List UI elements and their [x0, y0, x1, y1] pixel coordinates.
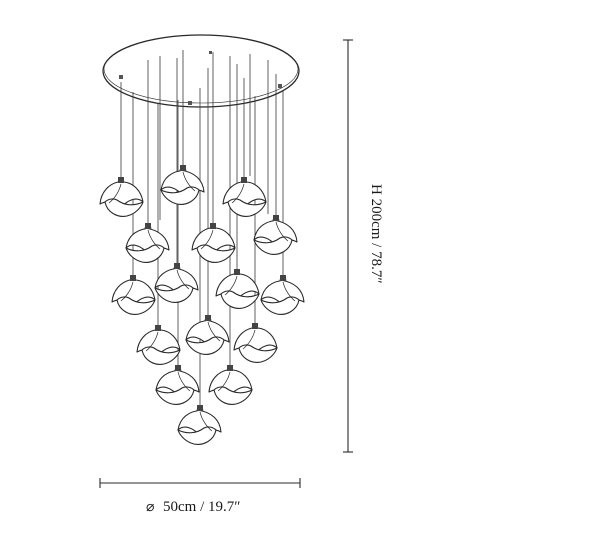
pendant-shade — [260, 275, 305, 315]
pendant-shade — [233, 323, 278, 363]
pendant-shade — [99, 177, 144, 217]
pendant-shade — [191, 223, 236, 263]
pendant-shade — [215, 269, 260, 309]
pendant-shade — [136, 325, 181, 365]
pendant-shade — [125, 223, 170, 263]
ceiling-canopy — [102, 34, 300, 108]
pendant-shade — [177, 405, 222, 445]
width-label: 50cm / 19.7″ — [163, 499, 241, 515]
height-label: H 200cm / 78.7″ — [368, 184, 384, 284]
pendant-shade — [208, 365, 253, 405]
pendant-shade — [253, 215, 298, 255]
width-dimension-line — [99, 478, 301, 488]
pendant-shade — [154, 263, 199, 303]
pendant-shade — [111, 275, 156, 315]
height-dimension-line — [343, 39, 353, 453]
pendant-shade — [160, 165, 205, 205]
diameter-symbol: ⌀ — [146, 500, 154, 515]
pendant-shades — [99, 165, 305, 445]
pendant-shade — [155, 365, 200, 405]
pendant-shade — [222, 177, 267, 217]
pendant-shade — [185, 315, 230, 355]
